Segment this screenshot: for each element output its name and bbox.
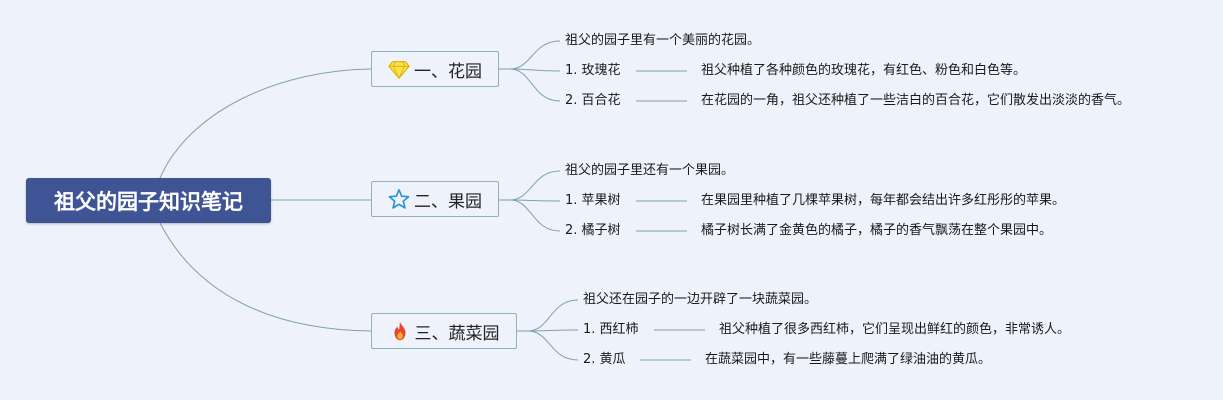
branch-vegetable-garden[interactable]: 三、蔬菜园 [371, 313, 517, 349]
list-item-label[interactable]: 1. 西红柿 [583, 322, 639, 337]
branch-to-item-connector [527, 299, 579, 332]
list-item-label[interactable]: 2. 黄瓜 [583, 352, 626, 367]
branch-intro: 祖父的园子里还有一个果园。 [565, 163, 735, 178]
branch-to-item-connector [509, 68, 561, 72]
branch-to-item-connector [527, 330, 579, 361]
branch-title: 一、花园 [414, 61, 482, 82]
branch-to-item-connector [509, 199, 561, 202]
list-item-detail: 在果园里种植了几棵苹果树，每年都会结出许多红彤彤的苹果。 [701, 193, 1066, 208]
list-item-detail: 在蔬菜园中，有一些藤蔓上爬满了绿油油的黄瓜。 [705, 352, 992, 367]
root-topic[interactable]: 祖父的园子知识笔记 [26, 178, 271, 223]
branch-to-item-connector [527, 329, 579, 332]
list-item-label[interactable]: 2. 橘子树 [565, 223, 621, 238]
branch-title: 二、果园 [414, 191, 482, 212]
branch-to-item-connector [509, 68, 561, 102]
list-item-label[interactable]: 2. 百合花 [565, 93, 621, 108]
branch-intro: 祖父还在园子的一边开辟了一块蔬菜园。 [583, 292, 818, 307]
branch-intro: 祖父的园子里有一个美丽的花园。 [565, 33, 761, 48]
list-item-label[interactable]: 1. 玫瑰花 [565, 63, 621, 78]
root-title: 祖父的园子知识笔记 [54, 189, 243, 214]
star-icon [388, 188, 410, 210]
branch-to-item-connector [509, 40, 561, 70]
root-to-branch-connector [159, 68, 372, 179]
list-item-detail: 橘子树长满了金黄色的橘子，橘子的香气飘荡在整个果园中。 [701, 223, 1053, 238]
root-to-branch-connector [159, 222, 372, 332]
list-item-detail: 在花园的一角，祖父还种植了一些洁白的百合花，它们散发出淡淡的香气。 [701, 93, 1131, 108]
gem-icon [388, 58, 410, 80]
branch-title: 三、蔬菜园 [414, 323, 500, 344]
branch-to-item-connector [509, 199, 561, 232]
fire-icon [389, 320, 411, 342]
list-item-detail: 祖父种植了很多西红柿，它们呈现出鲜红的颜色，非常诱人。 [719, 322, 1071, 337]
list-item-detail: 祖父种植了各种颜色的玫瑰花，有红色、粉色和白色等。 [701, 63, 1027, 78]
list-item-label[interactable]: 1. 苹果树 [565, 193, 621, 208]
branch-to-item-connector [509, 170, 561, 201]
branch-garden[interactable]: 一、花园 [371, 51, 499, 87]
branch-orchard[interactable]: 二、果园 [371, 181, 499, 217]
